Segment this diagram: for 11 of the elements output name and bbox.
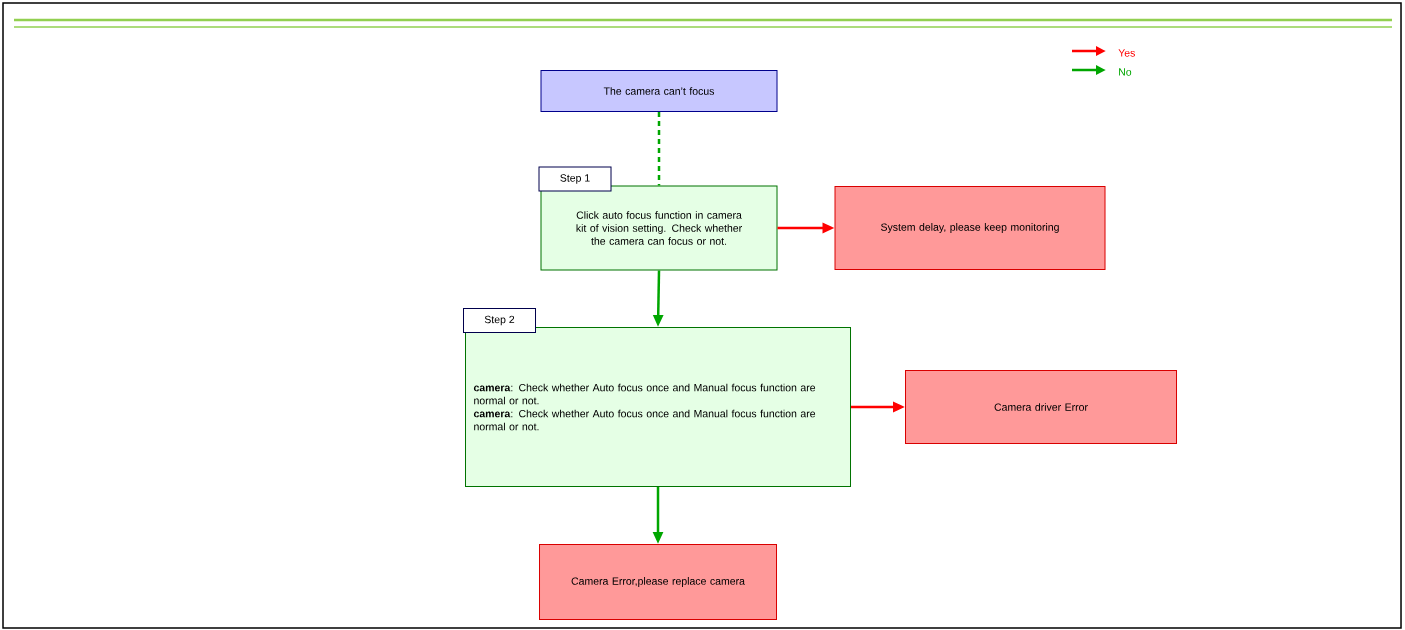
result-box: System delay, please keep monitoring — [834, 186, 1106, 270]
result-box: Camera driver Error — [905, 370, 1177, 444]
process-box: camera: Check whether Auto focus once and Manual focus function are normal or not. camera: Check whether Auto focus once and Manual focus function are normal or not. — [465, 327, 851, 487]
legend-label: Yes — [1118, 49, 1135, 57]
legend-label: No — [1119, 68, 1132, 76]
result-box: Camera Error,please replace camera — [539, 544, 777, 620]
process-box: Click auto focus function in camera kit of vision setting. Check whether the camera can focus or not. — [540, 185, 778, 271]
dashed-line — [657, 112, 661, 186]
start-box: The camera can’t focus — [540, 70, 778, 112]
step-tag: Step 2 — [463, 308, 536, 333]
step-tag: Step 1 — [538, 166, 612, 192]
